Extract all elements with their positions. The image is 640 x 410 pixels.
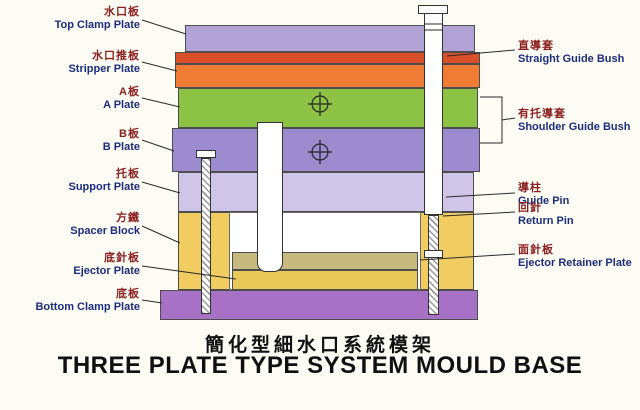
label-zh: 底板 <box>116 288 140 300</box>
label-en: A Plate <box>103 98 140 111</box>
label-zh: 托板 <box>116 168 140 180</box>
label-shoulder-guide-bush: 有托導套 Shoulder Guide Bush <box>518 108 630 133</box>
label-ejector-plate: 底針板 Ejector Plate <box>73 252 140 277</box>
label-guide-pin: 導柱 Guide Pin <box>518 182 569 207</box>
label-zh: A板 <box>119 86 140 98</box>
label-zh: 面針板 <box>518 244 554 256</box>
label-zh: 方鐵 <box>116 212 140 224</box>
label-en: Spacer Block <box>70 224 140 237</box>
label-zh: 水口推板 <box>92 50 140 62</box>
label-return-pin: 回針 Return Pin <box>518 202 574 227</box>
label-zh: 有托導套 <box>518 108 566 120</box>
label-spacer-block: 方鐵 Spacer Block <box>70 212 140 237</box>
label-en: Support Plate <box>68 180 140 193</box>
return-pin-right-shaft <box>428 215 439 315</box>
label-bottom-clamp-plate: 底板 Bottom Clamp Plate <box>35 288 140 313</box>
label-top-clamp-plate: 水口板 Top Clamp Plate <box>55 6 140 31</box>
label-en: Return Pin <box>518 214 574 227</box>
label-en: Shoulder Guide Bush <box>518 120 631 133</box>
label-en: Bottom Clamp Plate <box>35 300 140 313</box>
label-a-plate: A板 A Plate <box>103 86 140 111</box>
return-pin-right-collar <box>424 250 443 258</box>
label-zh: 底針板 <box>104 252 140 264</box>
guide-pillar <box>424 13 443 215</box>
diagram-title-en: THREE PLATE TYPE SYSTEM MOULD BASE <box>57 352 583 379</box>
diagram-title-zh: 簡化型細水口系統模架 <box>204 335 435 356</box>
return-pin-left-shaft <box>201 158 211 314</box>
label-zh: 水口板 <box>104 6 140 18</box>
label-en: Stripper Plate <box>68 62 140 75</box>
plate-ejector <box>232 270 418 290</box>
label-en: Ejector Retainer Plate <box>518 256 632 269</box>
label-en: Guide Pin <box>518 194 570 207</box>
plate-stripper-band <box>175 52 480 64</box>
guide-pin-center <box>257 122 283 272</box>
label-zh: 回針 <box>518 202 542 214</box>
label-en: Top Clamp Plate <box>54 18 140 31</box>
label-straight-guide-bush: 直導套 Straight Guide Bush <box>518 40 624 65</box>
label-zh: 直導套 <box>518 40 554 52</box>
label-ejector-retainer-plate: 面針板 Ejector Retainer Plate <box>518 244 632 269</box>
plate-bottom-clamp <box>160 290 478 320</box>
label-b-plate: B板 B Plate <box>103 128 140 153</box>
label-zh: B板 <box>119 128 140 140</box>
label-en: Straight Guide Bush <box>518 52 625 65</box>
label-stripper-plate: 水口推板 Stripper Plate <box>68 50 140 75</box>
return-pin-left-head <box>196 150 216 158</box>
label-zh: 導柱 <box>518 182 542 194</box>
label-support-plate: 托板 Support Plate <box>68 168 140 193</box>
label-en: B Plate <box>102 140 140 153</box>
label-en: Ejector Plate <box>73 264 140 277</box>
